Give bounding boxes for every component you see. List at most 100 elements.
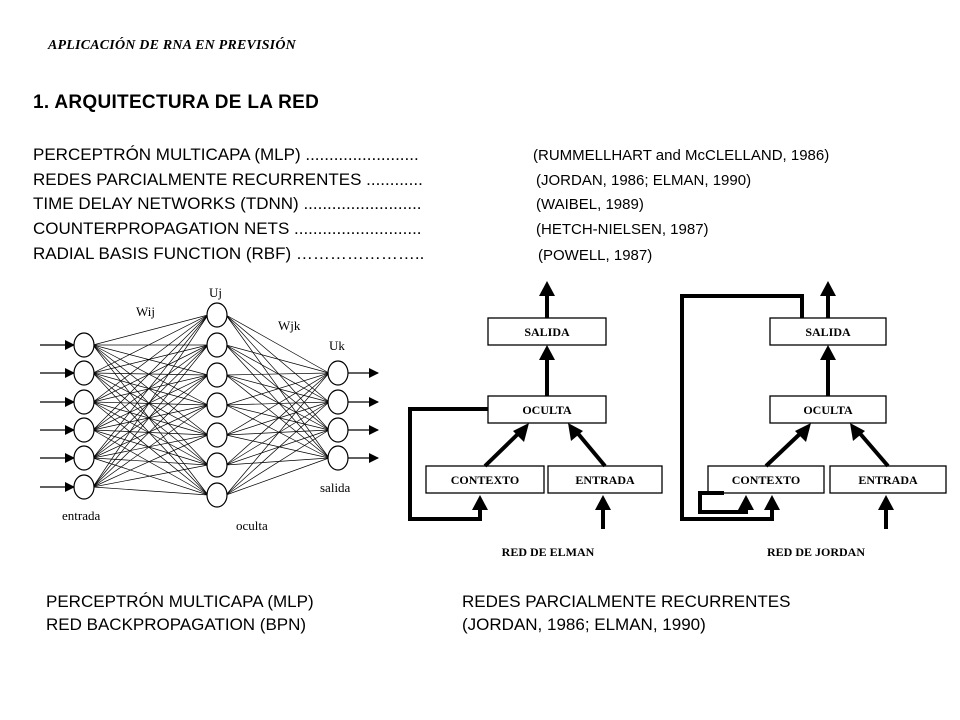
hidden-output-connection bbox=[225, 314, 330, 374]
weight-label-wjk: Wjk bbox=[278, 318, 301, 333]
input-hidden-connection bbox=[92, 434, 209, 459]
input-layer-label: entrada bbox=[62, 508, 100, 523]
reference-citation: (JORDAN, 1986; ELMAN, 1990) bbox=[536, 172, 752, 189]
reference-line-counterprop: COUNTERPROPAGATION NETS ................… bbox=[33, 219, 709, 239]
hidden-output-connection bbox=[225, 372, 330, 436]
elman-hidden-label: OCULTA bbox=[522, 403, 572, 417]
elman-arrows bbox=[408, 292, 607, 529]
input-hidden-connection bbox=[92, 372, 209, 436]
input-hidden-connection bbox=[92, 404, 209, 431]
caption-left-line2: RED BACKPROPAGATION (BPN) bbox=[46, 615, 307, 634]
hidden-output-connection bbox=[225, 314, 330, 459]
jordan-context-box bbox=[707, 465, 825, 494]
hidden-output-connection bbox=[225, 374, 330, 403]
jordan-output-label: SALIDA bbox=[805, 325, 851, 339]
input-neuron bbox=[73, 332, 95, 358]
jordan-network-diagram: SALIDA OCULTA CONTEXTO ENTRADA RED DE JO… bbox=[680, 281, 947, 559]
input-hidden-connection bbox=[92, 314, 209, 431]
caption-left: PERCEPTRÓN MULTICAPA (MLP) RED BACKPROPA… bbox=[46, 590, 314, 636]
input-hidden-connection bbox=[92, 401, 209, 406]
network-io-arrows bbox=[40, 340, 379, 492]
hidden-output-connection bbox=[225, 314, 330, 403]
input-hidden-connection bbox=[92, 401, 209, 436]
jordan-hidden-label: OCULTA bbox=[803, 403, 853, 417]
hidden-output-connection bbox=[225, 344, 330, 431]
elman-output-box bbox=[487, 317, 607, 346]
input-hidden-connection bbox=[92, 374, 209, 488]
caption-left-line1: PERCEPTRÓN MULTICAPA (MLP) bbox=[46, 592, 314, 611]
reference-citation: (POWELL, 1987) bbox=[538, 247, 653, 264]
jordan-arrowheads bbox=[738, 281, 894, 510]
jordan-input-to-hidden-arrow bbox=[855, 428, 890, 468]
input-hidden-connection bbox=[92, 344, 209, 406]
input-hidden-connection bbox=[92, 401, 209, 466]
output-neuron bbox=[327, 389, 349, 415]
jordan-title: RED DE JORDAN bbox=[767, 545, 865, 559]
input-hidden-connection bbox=[92, 314, 209, 459]
output-neuron bbox=[327, 417, 349, 443]
reference-line-mlp: PERCEPTRÓN MULTICAPA (MLP) .............… bbox=[33, 145, 829, 165]
output-neuron bbox=[327, 360, 349, 386]
hidden-output-connection bbox=[225, 344, 330, 459]
input-neuron bbox=[73, 389, 95, 415]
elman-arrowheads bbox=[472, 281, 611, 510]
input-neuron bbox=[73, 445, 95, 471]
hidden-output-connection bbox=[225, 344, 330, 374]
input-hidden-connection bbox=[92, 372, 209, 496]
reference-name: RADIAL BASIS FUNCTION (RBF) ………………….. bbox=[33, 244, 425, 263]
elman-hidden-box bbox=[487, 395, 607, 424]
caption-right-line2: (JORDAN, 1986; ELMAN, 1990) bbox=[462, 615, 706, 634]
input-hidden-connection bbox=[92, 314, 209, 374]
elman-context-label: CONTEXTO bbox=[451, 473, 519, 487]
reference-name: COUNTERPROPAGATION NETS ................… bbox=[33, 219, 422, 238]
slide-header: APLICACIÓN DE RNA EN PREVISIÓN bbox=[48, 38, 296, 53]
caption-right: REDES PARCIALMENTE RECURRENTES (JORDAN, … bbox=[462, 590, 790, 636]
input-hidden-connection bbox=[92, 486, 209, 496]
section-title: 1. ARQUITECTURA DE LA RED bbox=[33, 92, 320, 113]
hidden-neuron bbox=[206, 452, 228, 478]
reference-name: TIME DELAY NETWORKS (TDNN) .............… bbox=[33, 194, 422, 213]
input-hidden-connection bbox=[92, 457, 209, 466]
jordan-context-to-hidden-arrow bbox=[764, 428, 806, 468]
hidden-output-connection bbox=[225, 372, 330, 466]
hidden-neuron bbox=[206, 302, 228, 328]
input-hidden-connection bbox=[92, 372, 209, 376]
hidden-output-connection bbox=[225, 344, 330, 403]
output-layer-label: salida bbox=[320, 480, 351, 495]
caption-right-line1: REDES PARCIALMENTE RECURRENTES bbox=[462, 592, 791, 611]
hidden-output-connection bbox=[225, 314, 330, 431]
input-hidden-connection bbox=[92, 344, 209, 488]
input-hidden-connection bbox=[92, 344, 209, 436]
input-hidden-connection bbox=[92, 374, 209, 431]
jordan-context-self-loop bbox=[698, 491, 748, 514]
hidden-output-connection bbox=[225, 372, 330, 406]
input-hidden-connection bbox=[92, 464, 209, 488]
elman-output-label: SALIDA bbox=[524, 325, 570, 339]
input-hidden-connection bbox=[92, 314, 209, 346]
reference-citation: (WAIBEL, 1989) bbox=[536, 196, 644, 213]
input-neuron bbox=[73, 474, 95, 500]
hidden-output-connection bbox=[225, 401, 330, 436]
reference-line-recurrent: REDES PARCIALMENTE RECURRENTES .........… bbox=[33, 170, 751, 190]
input-hidden-connection bbox=[92, 344, 209, 431]
hidden-neuron bbox=[206, 392, 228, 418]
input-neuron bbox=[73, 360, 95, 386]
hidden-neuron bbox=[206, 332, 228, 358]
hidden-output-connection bbox=[225, 457, 330, 496]
input-hidden-connection bbox=[92, 344, 209, 376]
hidden-neuron bbox=[206, 482, 228, 508]
jordan-output-feedback-loop bbox=[680, 294, 804, 521]
input-hidden-connection bbox=[92, 314, 209, 403]
hidden-output-connection bbox=[225, 429, 330, 436]
reference-citation: (HETCH-NIELSEN, 1987) bbox=[536, 221, 709, 238]
elman-title: RED DE ELMAN bbox=[502, 545, 595, 559]
hidden-unit-label-uj: Uj bbox=[209, 285, 222, 300]
hidden-output-connection bbox=[225, 374, 330, 459]
input-hidden-connection bbox=[92, 404, 209, 488]
jordan-hidden-box bbox=[769, 395, 887, 424]
input-hidden-connection bbox=[92, 344, 209, 403]
reference-line-tdnn: TIME DELAY NETWORKS (TDNN) .............… bbox=[33, 194, 644, 214]
hidden-neuron bbox=[206, 422, 228, 448]
elman-input-label: ENTRADA bbox=[575, 473, 635, 487]
